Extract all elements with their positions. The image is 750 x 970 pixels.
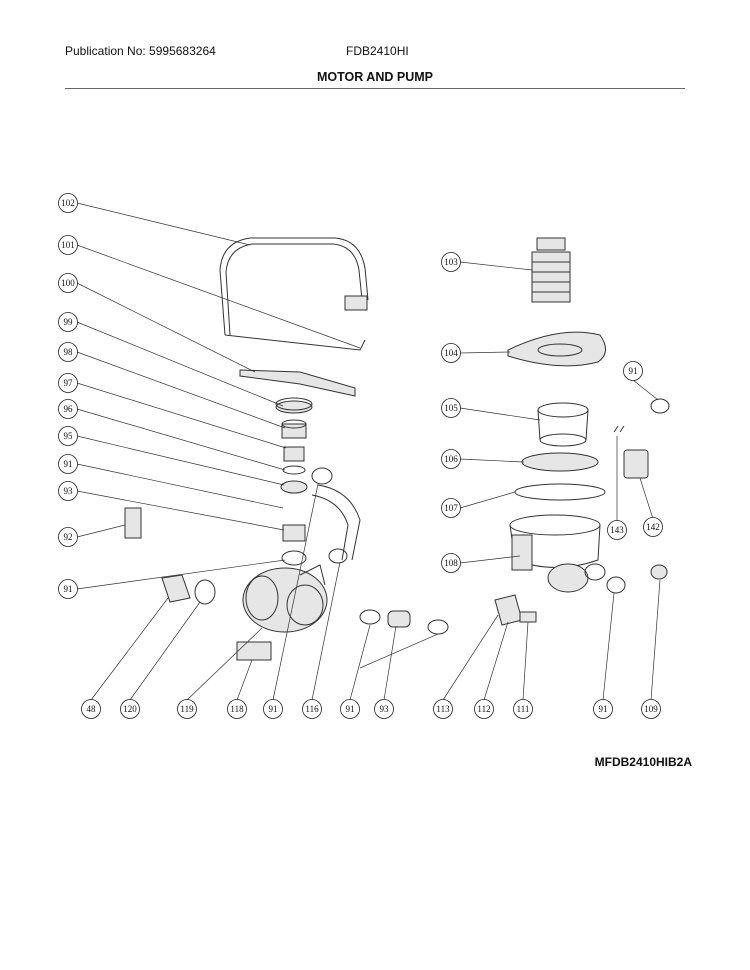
svg-text:118: 118 (230, 704, 244, 714)
callout-104: 104 (441, 343, 461, 363)
publication-number: Publication No: 5995683264 (65, 44, 216, 58)
svg-text:112: 112 (477, 704, 490, 714)
leader-lines (76, 202, 661, 701)
callout-98: 98 (58, 342, 78, 362)
callout-91-right-upper: 91 (623, 361, 643, 381)
callout-92: 92 (58, 527, 78, 547)
svg-text:91: 91 (269, 704, 278, 714)
callout-113: 113 (433, 699, 453, 719)
svg-text:97: 97 (64, 378, 74, 388)
callout-103: 103 (441, 252, 461, 272)
svg-text:108: 108 (444, 558, 458, 568)
svg-text:91: 91 (64, 459, 73, 469)
callout-96: 96 (58, 399, 78, 419)
callout-108: 108 (441, 553, 461, 573)
model-number: FDB2410HI (346, 44, 409, 58)
callout-93-bottom: 93 (374, 699, 394, 719)
callout-91-bottom-3: 91 (593, 699, 613, 719)
callout-100: 100 (58, 273, 78, 293)
svg-text:91: 91 (599, 704, 608, 714)
callout-106: 106 (441, 449, 461, 469)
svg-text:93: 93 (380, 704, 390, 714)
svg-text:107: 107 (444, 503, 458, 513)
svg-text:92: 92 (64, 532, 73, 542)
callout-120: 120 (120, 699, 140, 719)
callout-142: 142 (643, 517, 663, 537)
svg-text:111: 111 (517, 704, 530, 714)
svg-text:105: 105 (444, 403, 458, 413)
svg-text:113: 113 (436, 704, 450, 714)
callout-116: 116 (302, 699, 322, 719)
svg-text:116: 116 (305, 704, 319, 714)
callout-101: 101 (58, 235, 78, 255)
svg-text:109: 109 (644, 704, 658, 714)
callout-48: 48 (81, 699, 101, 719)
svg-text:91: 91 (64, 584, 73, 594)
callout-97: 97 (58, 373, 78, 393)
callout-91-left-upper: 91 (58, 454, 78, 474)
svg-text:101: 101 (61, 240, 75, 250)
svg-text:99: 99 (64, 317, 74, 327)
svg-text:143: 143 (610, 525, 624, 535)
callout-93-left: 93 (58, 481, 78, 501)
svg-text:119: 119 (180, 704, 194, 714)
svg-text:102: 102 (61, 198, 75, 208)
svg-text:106: 106 (444, 454, 458, 464)
svg-text:103: 103 (444, 257, 458, 267)
callout-102: 102 (58, 193, 78, 213)
svg-text:91: 91 (346, 704, 355, 714)
callout-143: 143 (607, 520, 627, 540)
callout-99: 99 (58, 312, 78, 332)
diagram-id: MFDB2410HIB2A (594, 755, 692, 769)
svg-text:142: 142 (646, 522, 660, 532)
callout-91-bottom-1: 91 (263, 699, 283, 719)
callout-112: 112 (474, 699, 494, 719)
callout-95: 95 (58, 426, 78, 446)
callout-105: 105 (441, 398, 461, 418)
page-title: MOTOR AND PUMP (317, 70, 433, 84)
callout-91-bottom-2: 91 (340, 699, 360, 719)
callout-119: 119 (177, 699, 197, 719)
header-divider (65, 88, 685, 89)
callout-109: 109 (641, 699, 661, 719)
svg-text:104: 104 (444, 348, 458, 358)
svg-text:120: 120 (123, 704, 137, 714)
callout-91-left-lower: 91 (58, 579, 78, 599)
parts-drawing (124, 237, 670, 661)
callout-111: 111 (513, 699, 533, 719)
svg-text:98: 98 (64, 347, 74, 357)
svg-text:91: 91 (629, 366, 638, 376)
svg-text:48: 48 (87, 704, 97, 714)
svg-text:95: 95 (64, 431, 74, 441)
svg-text:93: 93 (64, 486, 74, 496)
callout-118: 118 (227, 699, 247, 719)
svg-text:100: 100 (61, 278, 75, 288)
svg-text:96: 96 (64, 404, 74, 414)
callout-107: 107 (441, 498, 461, 518)
